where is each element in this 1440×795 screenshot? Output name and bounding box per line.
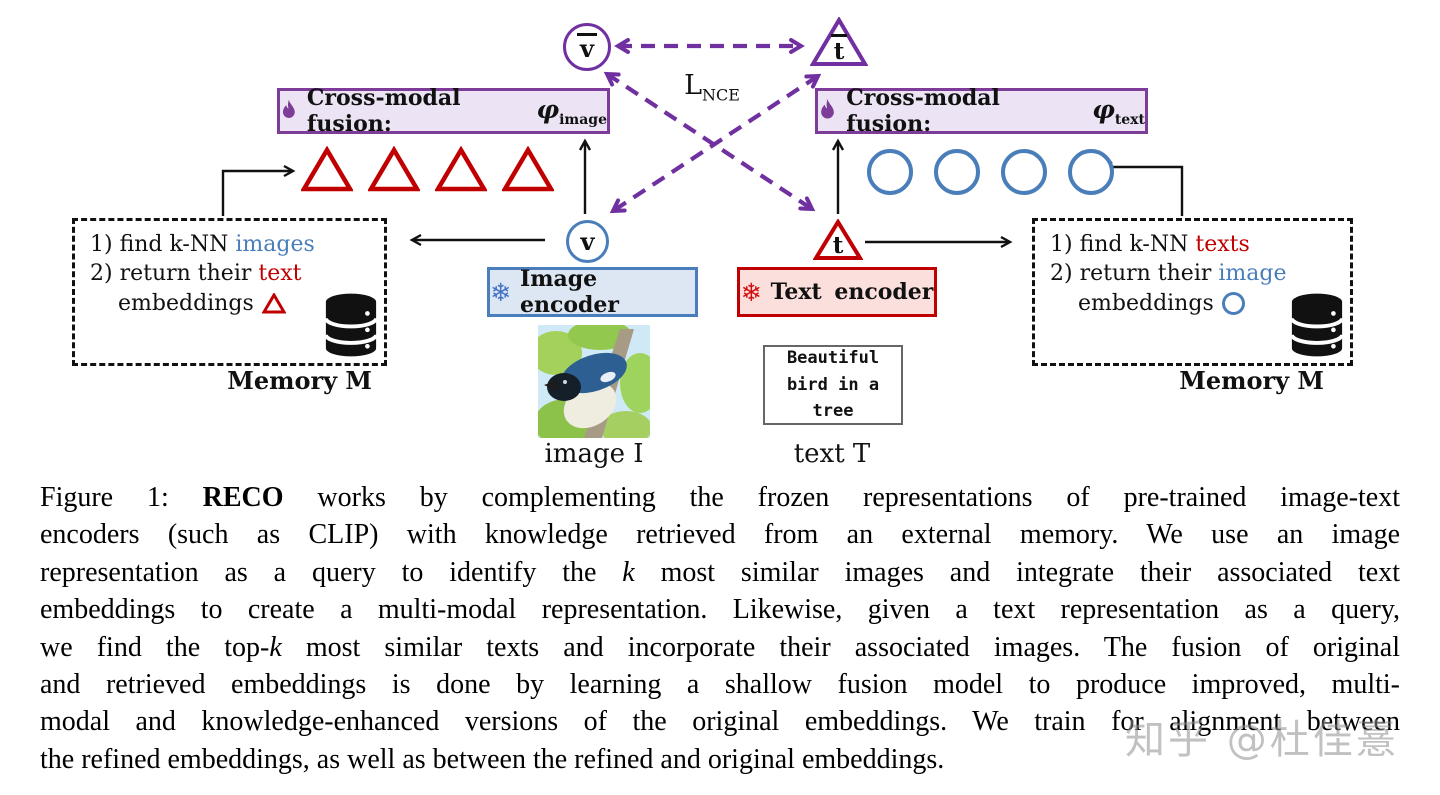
snowflake-icon: ❄ [740, 277, 762, 307]
memory-left-box: 1) find k-NN images 2) return their text… [72, 218, 387, 366]
retrieved-image-embeddings-row [867, 149, 1114, 195]
retrieved-text-embeddings-row [301, 146, 554, 192]
blue-circle-icon [1001, 149, 1047, 195]
fusion-text-label: Cross-modal fusion: [846, 85, 1000, 137]
red-triangle-icon [502, 146, 554, 192]
blue-circle-icon [934, 149, 980, 195]
nce-loss-label: LNCE [684, 70, 740, 105]
tbar-label: t [830, 34, 848, 65]
database-icon [323, 293, 379, 357]
fusion-image-label: Cross-modal fusion: [306, 85, 461, 137]
refined-text-embedding-node: t [809, 16, 869, 67]
red-triangle-icon [301, 146, 353, 192]
blue-circle-icon [1221, 292, 1245, 316]
text-input-box: Beautiful bird in a tree [763, 345, 903, 425]
watermark: 知乎 @杜佳憙 [1125, 717, 1399, 763]
caption-line: and retrieved embeddings is done by lear… [40, 669, 1400, 701]
caption-line: representation as a query to identify th… [40, 556, 1400, 588]
bird-photo [538, 325, 650, 438]
image-input-label: image I [544, 439, 644, 469]
image-embedding-node: v [566, 220, 609, 263]
refined-image-embedding-node: v [563, 23, 611, 71]
figure-caption: Figure 1: RECO works by complementing th… [40, 479, 1400, 778]
red-triangle-shape [812, 218, 864, 260]
caption-line: modal and knowledge-enhanced versions of… [40, 706, 1400, 738]
blue-circle-icon [1068, 149, 1114, 195]
caption-line: encoders (such as CLIP) with knowledge r… [40, 519, 1400, 551]
image-encoder-label: Image encoder [519, 266, 619, 318]
text-encoder-label: Text encoder [770, 279, 934, 305]
flame-icon [821, 98, 834, 119]
snowflake-icon: ❄ [490, 277, 511, 307]
memory-right-label: Memory M [1179, 366, 1324, 395]
database-icon [1289, 293, 1345, 357]
caption-line: Figure 1: RECO works by complementing th… [40, 482, 1401, 513]
memory-right-box: 1) find k-NN texts 2) return their image… [1032, 218, 1353, 366]
caption-line: the refined embeddings, as well as betwe… [40, 743, 945, 775]
image-highlight: image [1218, 261, 1287, 287]
text-highlight: text [258, 261, 302, 287]
arrow-layer [221, 38, 1184, 249]
flame-icon [282, 99, 295, 118]
t-label: t [832, 232, 844, 259]
arrow-memory-to-circles [1100, 160, 1184, 216]
red-triangle-icon [435, 146, 487, 192]
v-label: v [580, 227, 595, 256]
caption-line: we find the top-k most similar texts and… [40, 631, 1401, 663]
images-highlight: images [235, 232, 315, 257]
text-input-label: text T [793, 439, 871, 469]
vbar-label: v [577, 33, 597, 61]
red-triangle-icon [368, 146, 420, 192]
nce-arrow-tbar-v [609, 73, 822, 214]
caption-line: embeddings to create a multi-modal repre… [40, 594, 1400, 626]
image-encoder-box: ❄ Image encoder [487, 266, 698, 318]
text-encoder-box: ❄ Text encoder [737, 267, 937, 317]
blue-circle-icon [867, 149, 913, 195]
memory-left-label: Memory M [227, 366, 372, 395]
fusion-text-box: Cross-modal fusion: φtext [815, 85, 1148, 137]
texts-highlight: texts [1195, 232, 1250, 257]
arrow-memory-to-triangles [221, 164, 296, 216]
purple-triangle-shape [809, 16, 869, 66]
fusion-image-box: Cross-modal fusion: φimage [277, 85, 610, 137]
red-triangle-icon [261, 293, 286, 314]
text-embedding-node: t [812, 218, 864, 261]
